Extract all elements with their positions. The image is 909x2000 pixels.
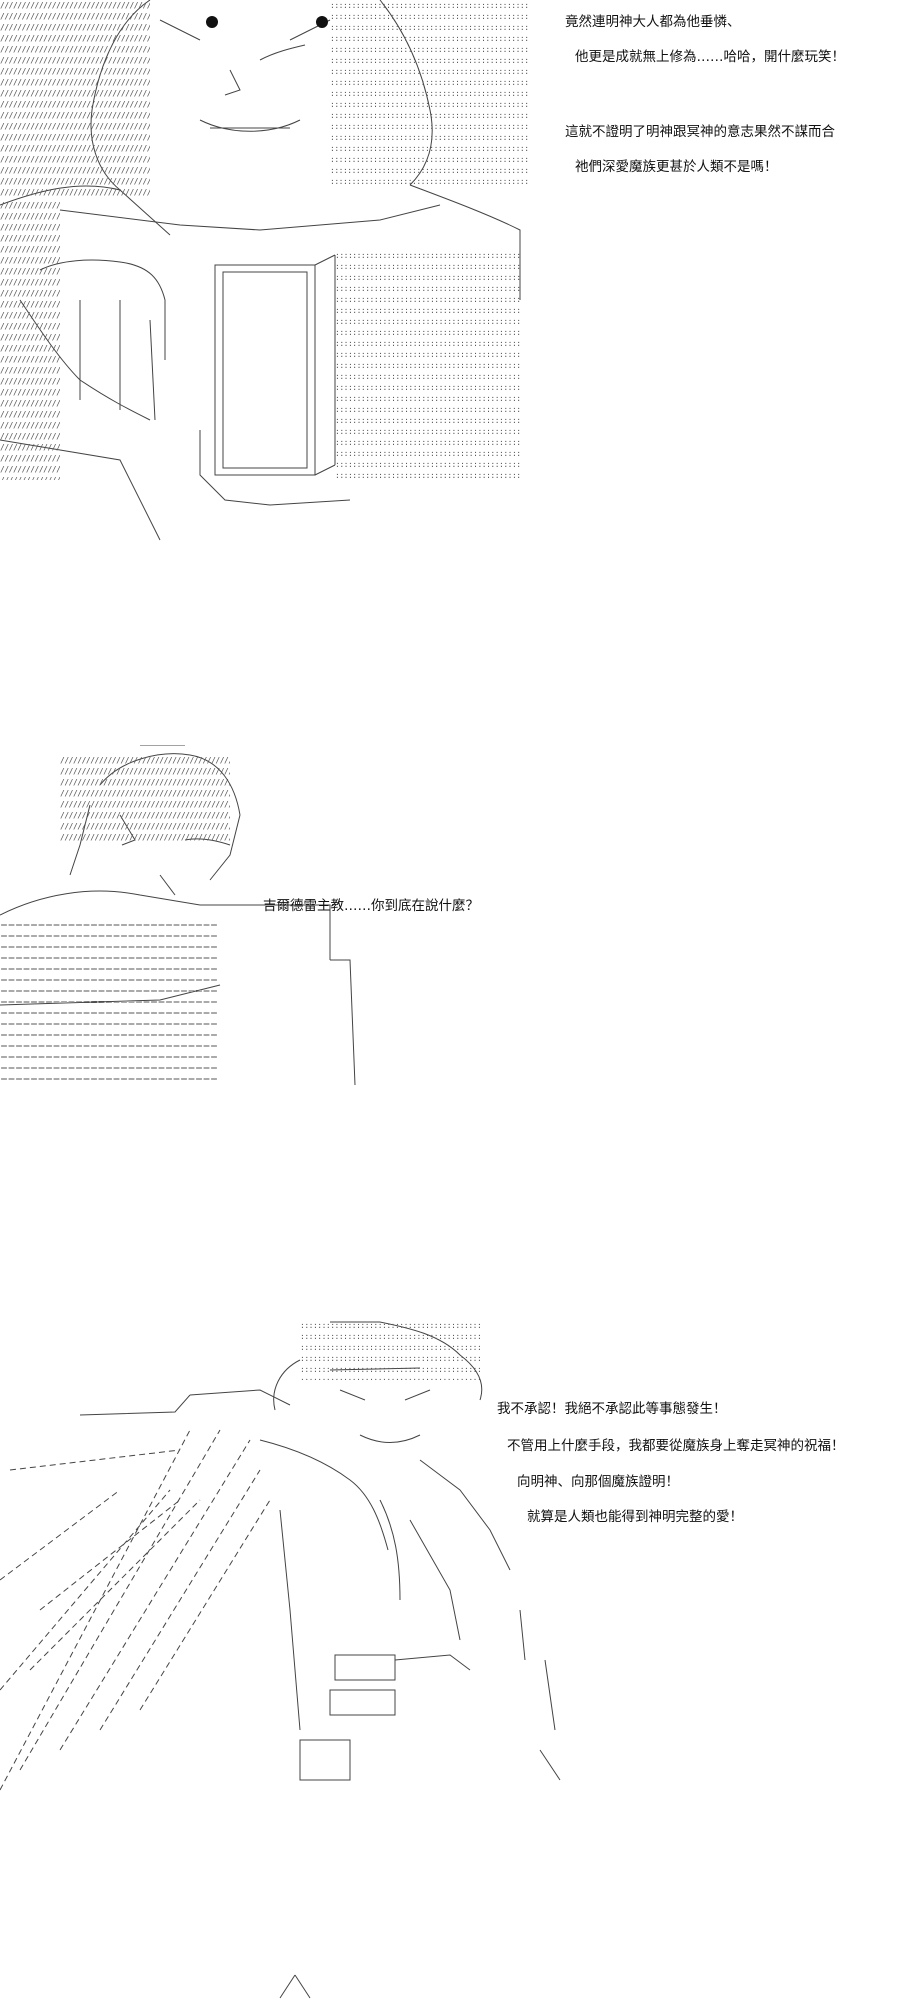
manga-panel-1: ////////////////////////////////////////… <box>0 0 909 560</box>
eye-glow-left <box>206 16 218 28</box>
hair-hatching-texture: ////////////////////////////////////////… <box>60 756 230 845</box>
dialogue-line: 向明神、向那個魔族證明！ <box>517 1474 679 1490</box>
eye-glow-right <box>316 16 328 28</box>
dialogue-line: 竟然連明神大人都為他垂憐、 <box>565 14 741 30</box>
priest-ascii-art <box>0 0 560 545</box>
dialogue-line: 他更是成就無上修為……哈哈，開什麼玩笑！ <box>575 49 845 65</box>
dialogue-line: 祂們深愛魔族更甚於人類不是嗎！ <box>575 159 778 175</box>
hair-dot-texture: ::::::::::::::::::::::::::::::::::::::::… <box>330 1 530 190</box>
tie-stripes-texture: ＝＝＝＝＝＝＝＝＝＝＝＝＝＝＝＝＝＝＝＝＝＝＝＝＝＝＝＝＝ ＝＝＝＝＝＝＝＝＝＝… <box>0 921 218 1080</box>
dialogue-line: 我不承認！我絕不承認此等事態發生！ <box>497 1401 727 1417</box>
shouting-priest-ascii-art <box>0 1310 580 1800</box>
sleeve-shading-texture: ////////////////////////////////////////… <box>0 201 60 480</box>
dialogue-line: 這就不證明了明神跟冥神的意志果然不謀而合 <box>565 124 835 140</box>
cut-off-ascii-art <box>0 1970 909 2000</box>
dialogue-line: 不管用上什麼手段，我都要從魔族身上奪走冥神的祝福！ <box>507 1438 845 1454</box>
robe-shading-texture: ::::::::::::::::::::::::::::::::::::::::… <box>335 251 520 480</box>
listener-ascii-art <box>0 745 380 1095</box>
dialogue-line: 就算是人類也能得到神明完整的愛！ <box>527 1509 743 1525</box>
manga-panel-3: ::::::::::::::::::::::::::::::::::::::::… <box>0 1310 909 1810</box>
hair-dot-texture: ::::::::::::::::::::::::::::::::::::::::… <box>300 1321 480 1380</box>
hair-hatching-texture: ////////////////////////////////////////… <box>0 1 150 200</box>
manga-panel-4 <box>0 1970 909 2000</box>
dialogue-line: 吉爾德雷主教……你到底在說什麼？ <box>263 898 479 914</box>
manga-panel-2: ////////////////////////////////////////… <box>0 745 909 1115</box>
